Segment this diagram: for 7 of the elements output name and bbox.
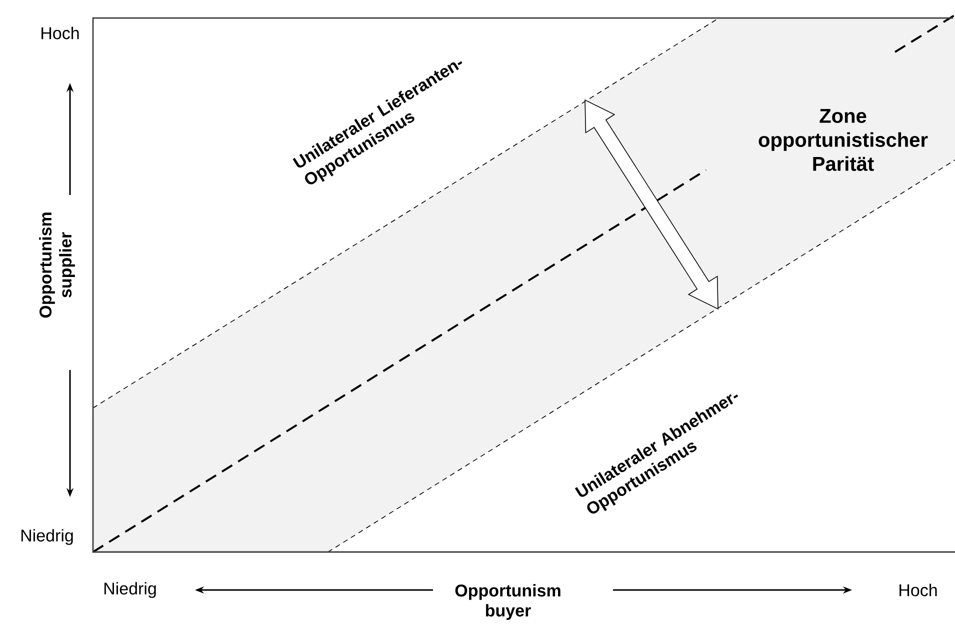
tick-label: Niedrig: [104, 582, 156, 598]
axis-label: Opportunism supplier: [39, 212, 75, 318]
tick-label: Niedrig: [21, 529, 73, 545]
region-label: Zone opportunistischer Parität: [758, 109, 928, 171]
tick-label: Hoch: [900, 584, 937, 596]
tick-label: Hoch: [42, 26, 79, 40]
axis-label: Opportunism buyer: [455, 584, 560, 620]
